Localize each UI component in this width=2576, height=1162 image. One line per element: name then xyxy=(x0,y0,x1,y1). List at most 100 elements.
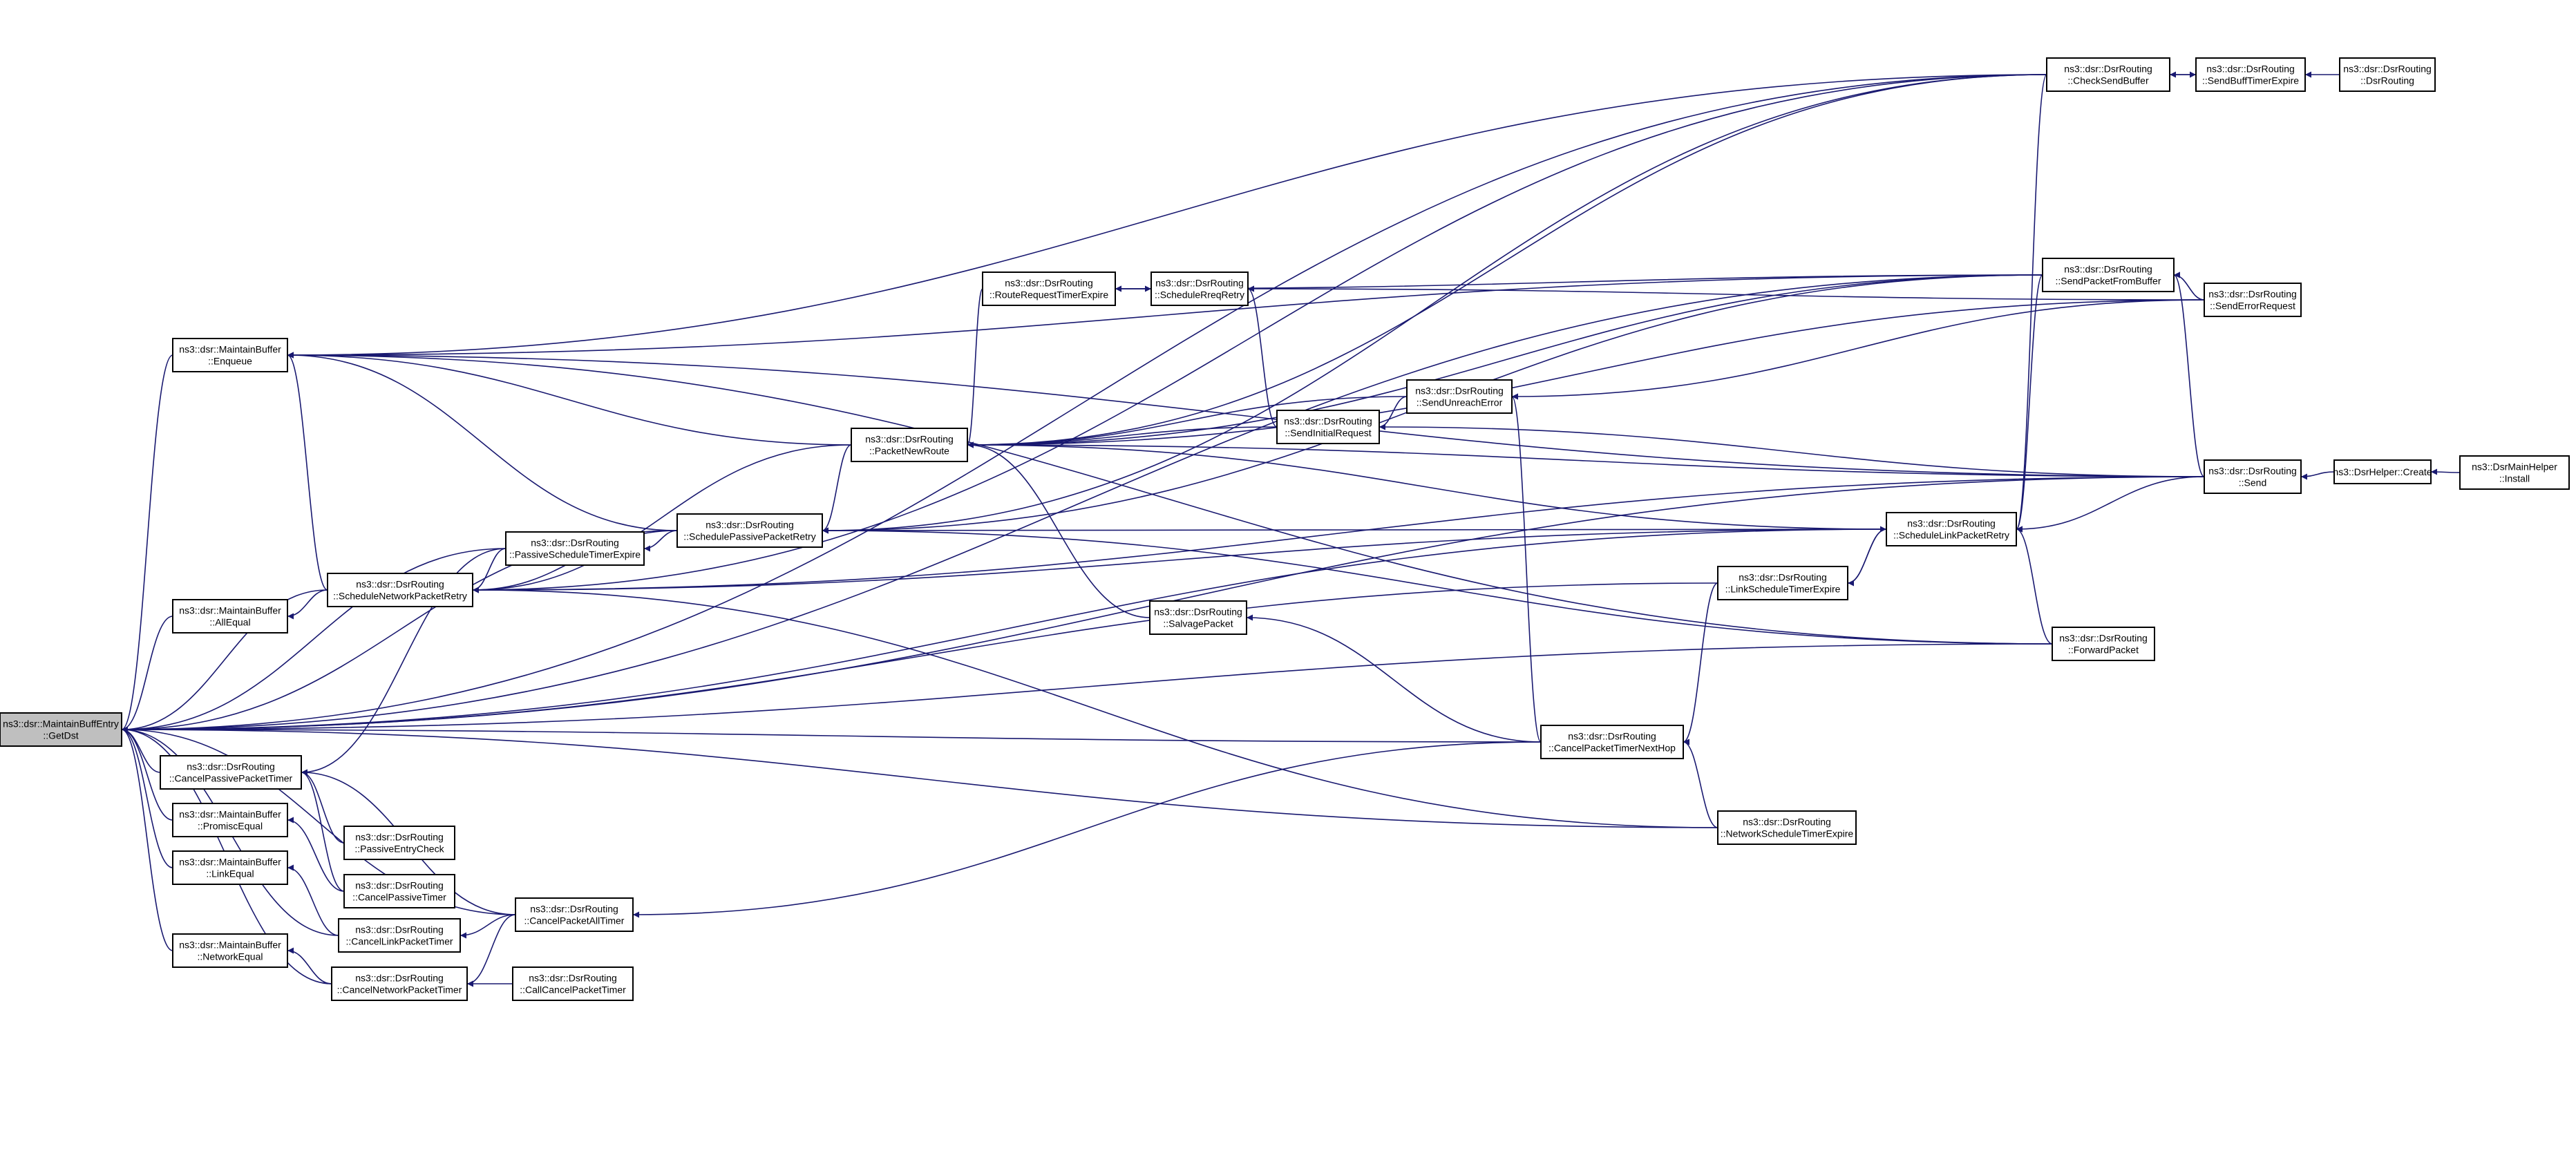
node-cancellinkpackettimer[interactable]: ns3::dsr::DsrRouting::CancelLinkPacketTi… xyxy=(338,918,461,953)
node-box xyxy=(343,826,455,860)
node-schedulenetworkpacketretry[interactable]: ns3::dsr::DsrRouting::ScheduleNetworkPac… xyxy=(327,573,473,607)
node-box xyxy=(172,599,288,634)
node-box xyxy=(2204,459,2302,494)
edge-schedulenetworkpacketretry-to-getdst xyxy=(121,589,328,733)
node-cancelnetworkpackettimer[interactable]: ns3::dsr::DsrRouting::CancelNetworkPacke… xyxy=(331,966,468,1001)
edge-checksendbuffer-to-getdst xyxy=(121,74,2047,733)
node-forwardpacket[interactable]: ns3::dsr::DsrRouting::ForwardPacket xyxy=(2052,627,2155,661)
node-dsrrouting[interactable]: ns3::dsr::DsrRouting::DsrRouting xyxy=(2339,57,2436,92)
edge-promiscequal-to-getdst xyxy=(121,726,173,821)
node-label-line: ::CancelPassiveTimer xyxy=(352,892,446,903)
node-getdst[interactable]: ns3::dsr::MaintainBuffEntry::GetDst xyxy=(0,712,122,747)
node-cancelpassivetimer[interactable]: ns3::dsr::DsrRouting::CancelPassiveTimer xyxy=(343,874,455,908)
node-label-line: ::ScheduleRreqRetry xyxy=(1155,289,1244,301)
node-box xyxy=(512,966,634,1001)
node-box xyxy=(172,850,288,885)
node-label-line: ::PassiveEntryCheck xyxy=(354,844,444,855)
edge-cancelnetworkpackettimer-to-networkequal xyxy=(287,947,332,984)
node-packetnewroute[interactable]: ns3::dsr::DsrRouting::PacketNewRoute xyxy=(851,428,968,462)
node-sendunreacherror[interactable]: ns3::dsr::DsrRouting::SendUnreachError xyxy=(1406,379,1513,414)
edge-dsrmainhelperinstall-to-dsrhelpercreate xyxy=(2430,468,2461,475)
node-label-line: ns3::dsr::DsrRouting xyxy=(865,434,954,445)
edge-cancelpackettimernexthop-to-getdst xyxy=(121,726,1542,743)
node-dsrmainhelperinstall[interactable]: ns3::DsrMainHelper::Install xyxy=(2459,455,2570,490)
node-promiscequal[interactable]: ns3::dsr::MaintainBuffer::PromiscEqual xyxy=(172,803,288,837)
node-senderrorrequest[interactable]: ns3::dsr::DsrRouting::SendErrorRequest xyxy=(2204,283,2302,317)
edge-cancellinkpackettimer-to-linkequal xyxy=(287,864,339,936)
edge-cancelpackettimernexthop-to-cancelpacketalltimer xyxy=(632,741,1542,918)
node-send[interactable]: ns3::dsr::DsrRouting::Send xyxy=(2204,459,2302,494)
node-label-line: ns3::dsr::DsrRouting xyxy=(1005,278,1093,289)
node-label-line: ::SalvagePacket xyxy=(1163,618,1233,629)
node-label-line: ns3::DsrHelper::Create xyxy=(2333,466,2432,477)
node-box xyxy=(676,513,823,548)
edge-sendpacketfrombuffer-to-routerequesttimerexpire xyxy=(1115,274,2043,292)
edge-networkscheduletimerexpire-to-getdst xyxy=(121,726,1718,828)
edge-schedulepassivepacketretry-to-passivescheduletimerexpire xyxy=(643,530,678,552)
node-label-line: ::SendErrorRequest xyxy=(2210,301,2295,312)
node-label-line: ns3::dsr::DsrRouting xyxy=(529,973,617,984)
node-label-line: ::CancelLinkPacketTimer xyxy=(345,936,453,947)
node-box xyxy=(1886,512,2017,546)
node-sendbufftimerexpire[interactable]: ns3::dsr::DsrRouting::SendBuffTimerExpir… xyxy=(2195,57,2306,92)
node-linkequal[interactable]: ns3::dsr::MaintainBuffer::LinkEqual xyxy=(172,850,288,885)
edge-schedulelinkpacketretry-to-schedulenetworkpacketretry xyxy=(472,528,1887,593)
node-box xyxy=(327,573,473,607)
node-cancelpacketalltimer[interactable]: ns3::dsr::DsrRouting::CancelPacketAllTim… xyxy=(515,897,634,932)
node-networkequal[interactable]: ns3::dsr::MaintainBuffer::NetworkEqual xyxy=(172,933,288,968)
nodes: ns3::dsr::MaintainBuffEntry::GetDstns3::… xyxy=(0,57,2570,1001)
node-sendinitialrequest[interactable]: ns3::dsr::DsrRouting::SendInitialRequest xyxy=(1276,410,1380,444)
node-box xyxy=(515,897,634,932)
node-schedulepassivepacketretry[interactable]: ns3::dsr::DsrRouting::SchedulePassivePac… xyxy=(676,513,823,548)
node-sendpacketfrombuffer[interactable]: ns3::dsr::DsrRouting::SendPacketFromBuff… xyxy=(2042,258,2175,292)
node-label-line: ns3::dsr::DsrRouting xyxy=(531,537,619,549)
node-passivescheduletimerexpire[interactable]: ns3::dsr::DsrRouting::PassiveScheduleTim… xyxy=(505,531,645,566)
edge-routerequesttimerexpire-to-packetnewroute xyxy=(967,288,983,448)
node-label-line: ::ScheduleLinkPacketRetry xyxy=(1893,530,2009,541)
node-label-line: ::CheckSendBuffer xyxy=(2067,75,2149,86)
edge-checksendbuffer-to-enqueue xyxy=(287,74,2047,359)
node-box xyxy=(2333,459,2432,484)
node-box xyxy=(172,803,288,837)
node-schedulelinkpacketretry[interactable]: ns3::dsr::DsrRouting::ScheduleLinkPacket… xyxy=(1886,512,2017,546)
node-label-line: ::ScheduleNetworkPacketRetry xyxy=(333,591,467,602)
node-label-line: ::AllEqual xyxy=(209,617,250,628)
edge-schedulelinkpacketretry-to-getdst xyxy=(121,528,1887,733)
node-routerequesttimerexpire[interactable]: ns3::dsr::DsrRouting::RouteRequestTimerE… xyxy=(982,272,1116,306)
node-label-line: ns3::dsr::DsrRouting xyxy=(355,973,444,984)
node-passiveentrycheck[interactable]: ns3::dsr::DsrRouting::PassiveEntryCheck xyxy=(343,826,455,860)
node-label-line: ::Install xyxy=(2499,473,2530,484)
node-box xyxy=(160,755,302,790)
edge-packetnewroute-to-schedulepassivepacketretry xyxy=(822,444,852,534)
edge-dsrhelpercreate-to-send xyxy=(2300,471,2335,480)
node-label-line: ::SendUnreachError xyxy=(1417,397,1503,408)
node-networkscheduletimerexpire[interactable]: ns3::dsr::DsrRouting::NetworkScheduleTim… xyxy=(1717,810,1857,845)
node-label-line: ns3::dsr::DsrRouting xyxy=(2208,289,2297,300)
node-linkscheduletimerexpire[interactable]: ns3::dsr::DsrRouting::LinkScheduleTimerE… xyxy=(1717,566,1848,600)
node-label-line: ::SendBuffTimerExpire xyxy=(2202,75,2299,86)
node-box xyxy=(1540,725,1684,759)
edge-cancelpackettimernexthop-to-salvagepacket xyxy=(1246,614,1542,743)
node-label-line: ns3::dsr::DsrRouting xyxy=(2064,64,2152,75)
node-cancelpassivepackettimer[interactable]: ns3::dsr::DsrRouting::CancelPassivePacke… xyxy=(160,755,302,790)
edge-packetnewroute-to-enqueue xyxy=(287,352,852,446)
node-label-line: ::LinkEqual xyxy=(206,868,254,879)
node-label-line: ns3::dsr::MaintainBuffer xyxy=(179,605,281,616)
node-checksendbuffer[interactable]: ns3::dsr::DsrRouting::CheckSendBuffer xyxy=(2046,57,2170,92)
node-dsrhelpercreate[interactable]: ns3::DsrHelper::Create xyxy=(2333,459,2432,484)
node-label-line: ns3::dsr::MaintainBuffer xyxy=(179,809,281,820)
edge-senderrorrequest-to-sendunreacherror xyxy=(1511,299,2205,400)
node-callcancelpackettimer[interactable]: ns3::dsr::DsrRouting::CallCancelPacketTi… xyxy=(512,966,634,1001)
node-schedulereqretry[interactable]: ns3::dsr::DsrRouting::ScheduleRreqRetry xyxy=(1150,272,1249,306)
node-enqueue[interactable]: ns3::dsr::MaintainBuffer::Enqueue xyxy=(172,338,288,372)
node-allequal[interactable]: ns3::dsr::MaintainBuffer::AllEqual xyxy=(172,599,288,634)
node-cancelpackettimernexthop[interactable]: ns3::dsr::DsrRouting::CancelPacketTimerN… xyxy=(1540,725,1684,759)
node-salvagepacket[interactable]: ns3::dsr::DsrRouting::SalvagePacket xyxy=(1149,600,1247,635)
node-label-line: ns3::dsr::DsrRouting xyxy=(2059,633,2148,644)
node-label-line: ::SendPacketFromBuffer xyxy=(2055,276,2161,287)
node-box xyxy=(331,966,468,1001)
node-label-line: ns3::dsr::DsrRouting xyxy=(2343,64,2432,75)
node-box xyxy=(1149,600,1247,635)
node-label-line: ns3::dsr::DsrRouting xyxy=(356,579,444,590)
